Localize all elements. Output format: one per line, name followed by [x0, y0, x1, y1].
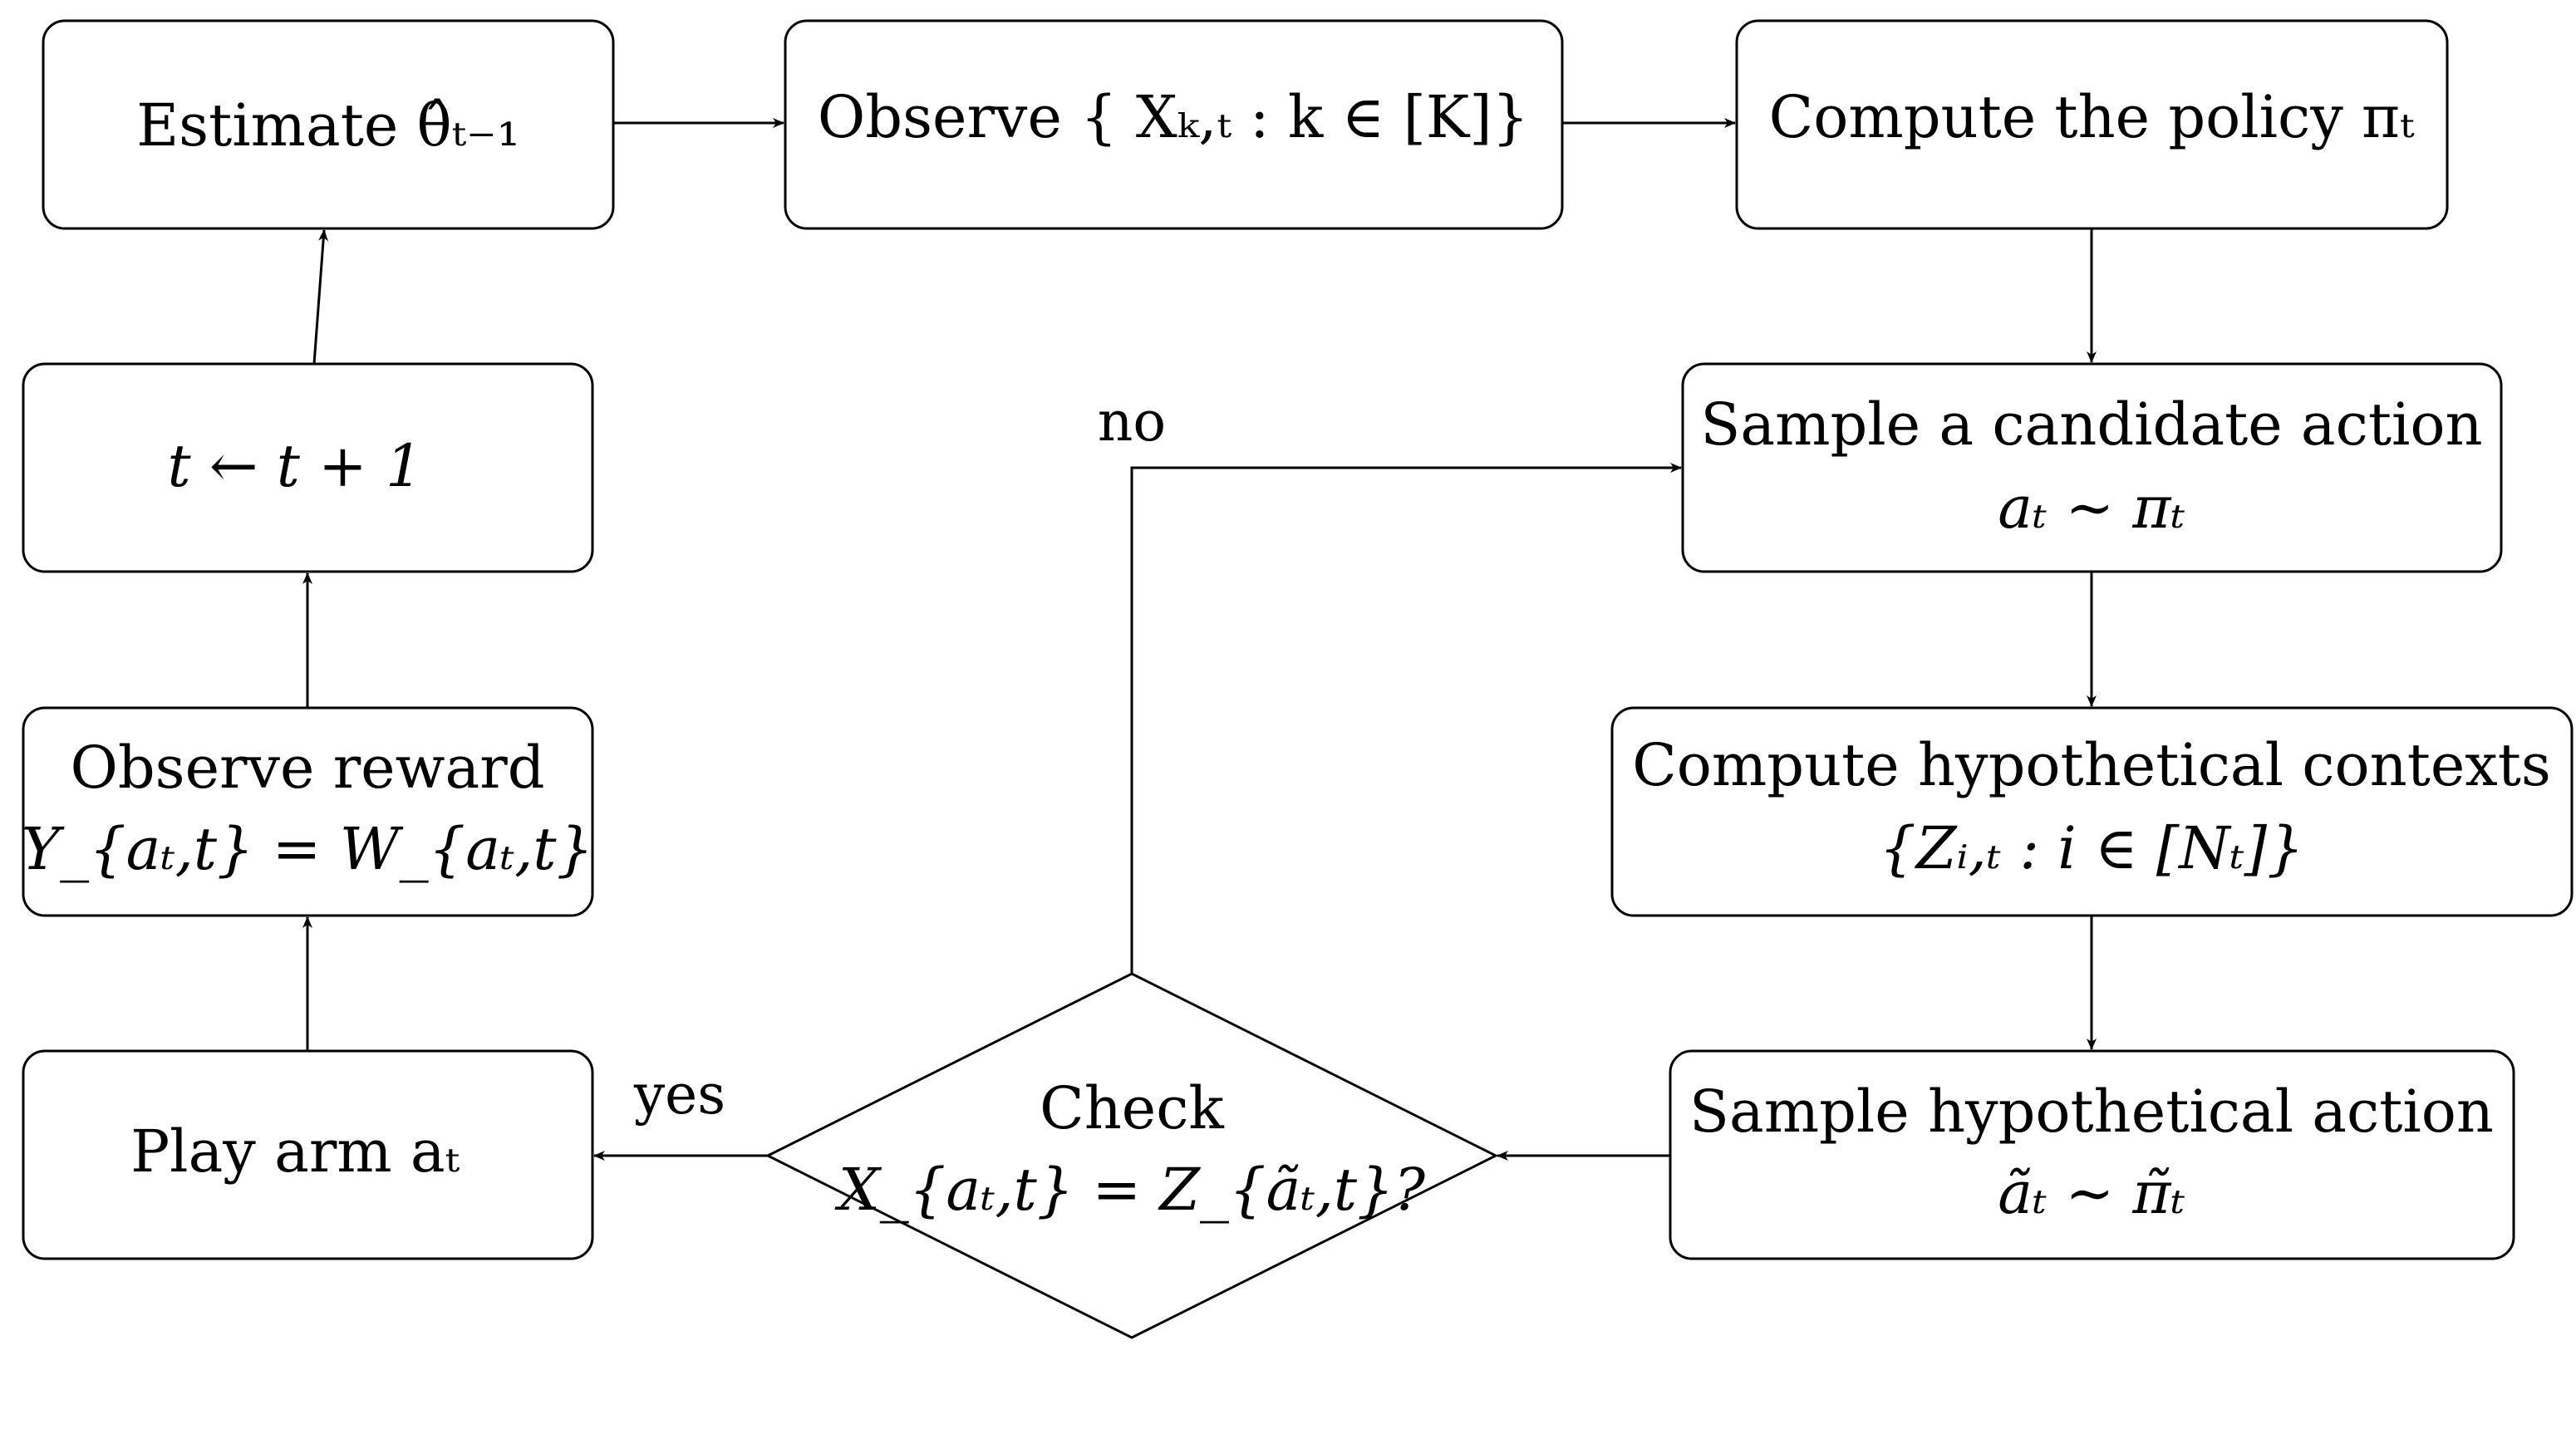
node-play-arm-label: Play arm aₜ: [130, 1117, 460, 1186]
node-increment-t-label: t ← t + 1: [167, 432, 422, 500]
node-sample-hypothetical: Sample hypothetical action ãₜ ∼ π̃ₜ: [1669, 1049, 2515, 1260]
node-sample-candidate-line2: aₜ ∼ πₜ: [1998, 474, 2185, 542]
edge-label-yes: yes: [633, 1063, 725, 1127]
node-compute-policy-label: Compute the policy πₜ: [1769, 83, 2415, 151]
node-observe-reward-line1: Observe reward: [70, 734, 544, 802]
node-sample-candidate-line1: Sample a candidate action: [1700, 390, 2482, 459]
node-sample-hypothetical-line2: ãₜ ∼ π̃ₜ: [1998, 1159, 2185, 1227]
node-estimate-label: Estimate θ̂ₜ₋₁: [136, 91, 520, 160]
edge-label-no: no: [1098, 390, 1166, 454]
edge-increment-t-to-estimate: [312, 229, 329, 365]
node-observe-contexts: Observe { Xₖ,ₜ : k ∈ [K]}: [784, 19, 1564, 230]
node-compute-policy: Compute the policy πₜ: [1735, 19, 2449, 230]
node-compute-hypothetical-line1: Compute hypothetical contexts: [1632, 731, 2551, 799]
node-estimate: Estimate θ̂ₜ₋₁: [42, 19, 615, 230]
edge-check-no-to-sample-candidate: [1130, 463, 1682, 974]
node-check-line2: X_{aₜ,t} = Z_{ãₜ,t}?: [834, 1156, 1426, 1224]
node-sample-hypothetical-line1: Sample hypothetical action: [1689, 1078, 2494, 1146]
node-observe-contexts-label: Observe { Xₖ,ₜ : k ∈ [K]}: [818, 83, 1529, 151]
node-check: Check X_{aₜ,t} = Z_{ãₜ,t}?: [764, 972, 1499, 1339]
node-increment-t: t ← t + 1: [22, 362, 594, 573]
node-play-arm: Play arm aₜ: [22, 1049, 594, 1260]
node-sample-candidate: Sample a candidate action aₜ ∼ πₜ: [1681, 362, 2503, 573]
node-check-line1: Check: [1040, 1074, 1224, 1142]
node-observe-reward-line2: Y_{aₜ,t} = W_{aₜ,t}: [22, 815, 593, 883]
node-observe-reward: Observe reward Y_{aₜ,t} = W_{aₜ,t}: [22, 706, 594, 917]
node-compute-hypothetical: Compute hypothetical contexts {Zᵢ,ₜ : i …: [1610, 706, 2574, 917]
node-compute-hypothetical-line2: {Zᵢ,ₜ : i ∈ [Nₜ]}: [1879, 814, 2303, 882]
